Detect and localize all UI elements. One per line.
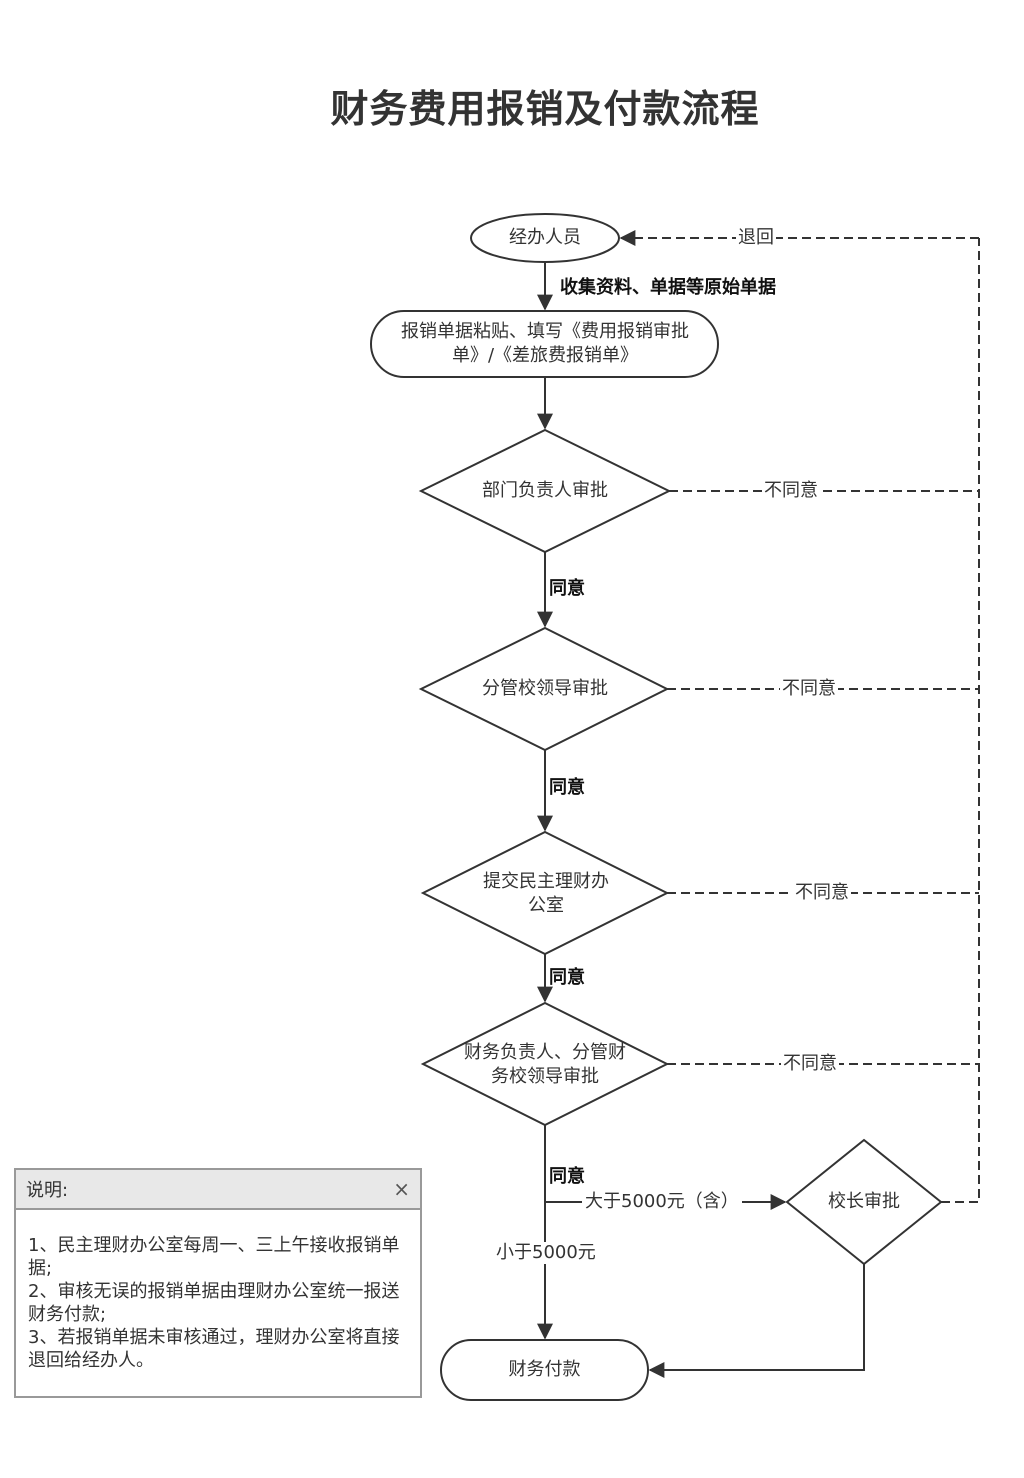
note-item: 1、民主理财办公室每周一、三上午接收报销单据; [28,1235,400,1279]
flow-president-to-payment [648,1264,865,1378]
office-submit-node[interactable]: 提交民主理财办公室 [483,871,609,916]
collect-label: 收集资料、单据等原始单据 [560,277,776,298]
note-header: 说明: × [16,1170,420,1210]
reject-line-president [941,238,980,1203]
note-item: 3、若报销单据未审核通过，理财办公室将直接退回给经办人。 [28,1327,400,1371]
disagree-label-leader: 不同意 [780,678,838,700]
note-body: 1、民主理财办公室每周一、三上午接收报销单据; 2、审核无误的报销单据由理财办公… [16,1210,420,1372]
note-header-title: 说明: [26,1180,69,1201]
agree-label-finance: 同意 [549,1166,585,1187]
agree-label-office: 同意 [549,967,585,988]
dept-approval-node[interactable]: 部门负责人审批 [482,480,608,501]
over-5000-label: 大于5000元（含） [582,1191,742,1213]
finance-approval-node[interactable]: 财务负责人、分管财务校领导审批 [464,1042,626,1087]
return-label: 退回 [736,227,776,249]
note-item: 2、审核无误的报销单据由理财办公室统一报送财务付款; [28,1281,400,1325]
under-5000-label: 小于5000元 [494,1242,598,1264]
fill-form-node[interactable]: 报销单据粘贴、填写《费用报销审批单》/《差旅费报销单》 [401,321,689,366]
page-title: 财务费用报销及付款流程 [330,87,760,131]
payment-node-shape [440,1339,649,1401]
disagree-label-finance: 不同意 [781,1053,839,1075]
leader-approval-node[interactable]: 分管校领导审批 [482,678,608,699]
agree-label-dept: 同意 [549,578,585,599]
president-approval-node[interactable]: 校长审批 [828,1191,900,1212]
start-node[interactable]: 经办人员 [509,227,581,248]
note-panel: 说明: × 1、民主理财办公室每周一、三上午接收报销单据; 2、审核无误的报销单… [14,1168,422,1398]
disagree-label-dept: 不同意 [762,480,820,502]
close-icon[interactable]: × [393,1177,410,1201]
agree-label-leader: 同意 [549,777,585,798]
disagree-label-office: 不同意 [793,882,851,904]
payment-node[interactable]: 财务付款 [508,1359,581,1380]
